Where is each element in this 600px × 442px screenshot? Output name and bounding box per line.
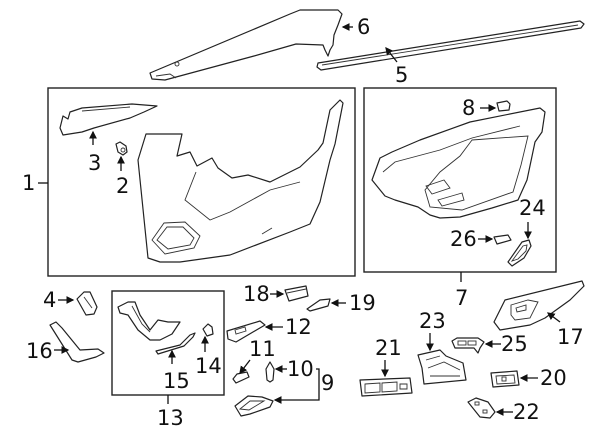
part-14-clip[interactable] [202,323,214,337]
callout-17: 17 [557,325,584,349]
leader-11 [239,359,251,375]
leader-5 [385,46,398,63]
callout-9: 9 [321,371,334,395]
part-15-rod[interactable] [155,332,196,355]
leader-17 [546,312,561,323]
part-21-switch-panel[interactable] [359,377,413,397]
callout-15: 15 [163,369,190,393]
callout-2: 2 [116,174,129,198]
callout-10: 10 [287,357,314,381]
part-2-clip[interactable] [115,141,128,156]
part-10-push-pin[interactable] [265,361,275,383]
leader-9 [273,368,320,404]
part-3-bracket[interactable] [59,103,158,136]
callout-19: 19 [349,291,376,315]
part-13-bracket-assembly[interactable] [117,301,181,341]
callout-6: 6 [357,15,370,39]
callout-23: 23 [419,309,446,333]
callout-3: 3 [88,151,101,175]
callout-13: 13 [157,406,184,430]
part-1-door-trim-panel[interactable] [137,99,344,263]
part-7-rear-door-trim-panel[interactable] [371,107,546,219]
callout-1: 1 [22,171,35,195]
part-25-switch[interactable] [451,337,485,354]
callout-21: 21 [375,336,402,360]
callout-12: 12 [285,315,312,339]
part-11-retainer[interactable] [232,371,250,384]
group-box-7 [363,87,557,273]
part-24-handle-bezel[interactable] [507,239,532,267]
callout-20: 20 [540,366,567,390]
part-23-seat-switch[interactable] [417,349,467,385]
callout-18: 18 [243,282,270,306]
callout-26: 26 [450,227,477,251]
part-9-door-handle[interactable] [234,395,274,417]
callout-5: 5 [395,63,408,87]
callout-11: 11 [249,337,276,361]
callout-8: 8 [462,96,475,120]
part-6-upper-trim[interactable] [149,9,343,81]
part-5-belt-molding[interactable] [316,20,585,71]
part-12-switch-bezel[interactable] [226,320,266,343]
callout-14: 14 [195,354,222,378]
part-4-clip-housing[interactable] [76,291,98,316]
group-box-1 [47,87,356,277]
part-22-switch[interactable] [467,397,496,419]
part-19-lamp[interactable] [306,298,331,312]
part-20-switch-bezel[interactable] [490,370,520,388]
callout-22: 22 [513,400,540,424]
part-8-switch[interactable] [496,100,511,112]
part-17-armrest-panel[interactable] [493,280,585,331]
callout-24: 24 [519,196,546,220]
callout-4: 4 [43,288,56,312]
callout-25: 25 [501,332,528,356]
part-16-trim-strip[interactable] [49,321,105,363]
part-18-cover[interactable] [284,285,309,302]
callout-7: 7 [455,286,468,310]
callout-16: 16 [26,339,53,363]
part-26-bezel[interactable] [493,234,512,245]
